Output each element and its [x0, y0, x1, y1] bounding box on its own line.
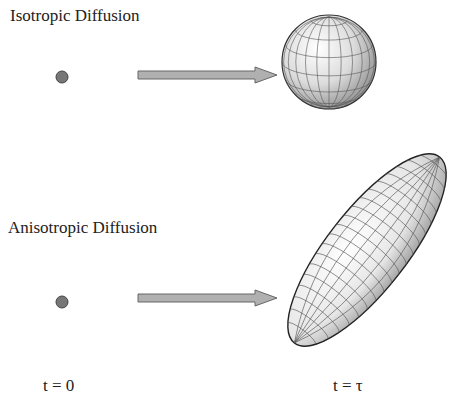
anisotropic-ellipsoid [263, 132, 454, 367]
ring-line [328, 228, 396, 284]
longitude-line [288, 17, 329, 107]
meridian-line [271, 139, 440, 343]
ring-line [419, 153, 449, 177]
ring-line [395, 162, 444, 202]
ring-line [309, 258, 372, 309]
meridian-line [294, 157, 454, 361]
row-label: Anisotropic Diffusion [8, 218, 157, 238]
ring-line [367, 184, 430, 235]
ring-line [322, 238, 389, 293]
time-label: t = 0 [43, 376, 74, 396]
start-dot [56, 296, 68, 308]
meridian-line [290, 153, 440, 343]
longitude-line [329, 17, 370, 107]
row-label: Isotropic Diffusion [10, 6, 140, 26]
time-label: t = τ [333, 376, 363, 396]
meridian-line [294, 157, 444, 347]
sphere-surface [282, 15, 376, 109]
longitude-line [329, 17, 352, 107]
time-arrow [138, 290, 277, 306]
ring-line [359, 192, 424, 246]
longitude-line [329, 17, 374, 107]
longitude-line [329, 17, 362, 107]
ring-line [406, 157, 447, 191]
time-arrow [138, 67, 277, 83]
ring-line [288, 320, 318, 344]
ring-line [351, 200, 418, 255]
longitude-line [296, 17, 329, 107]
longitude-line [317, 17, 329, 107]
meridian-line [280, 146, 439, 343]
longitude-line [329, 17, 341, 107]
longitude-line [284, 17, 329, 107]
longitude-line [329, 17, 330, 107]
start-dot [56, 71, 68, 83]
longitude-line [305, 17, 329, 107]
isotropic-sphere [282, 15, 376, 109]
meridian-line [294, 157, 453, 354]
ring-line [315, 248, 380, 302]
ellipsoid-surface [263, 132, 454, 367]
